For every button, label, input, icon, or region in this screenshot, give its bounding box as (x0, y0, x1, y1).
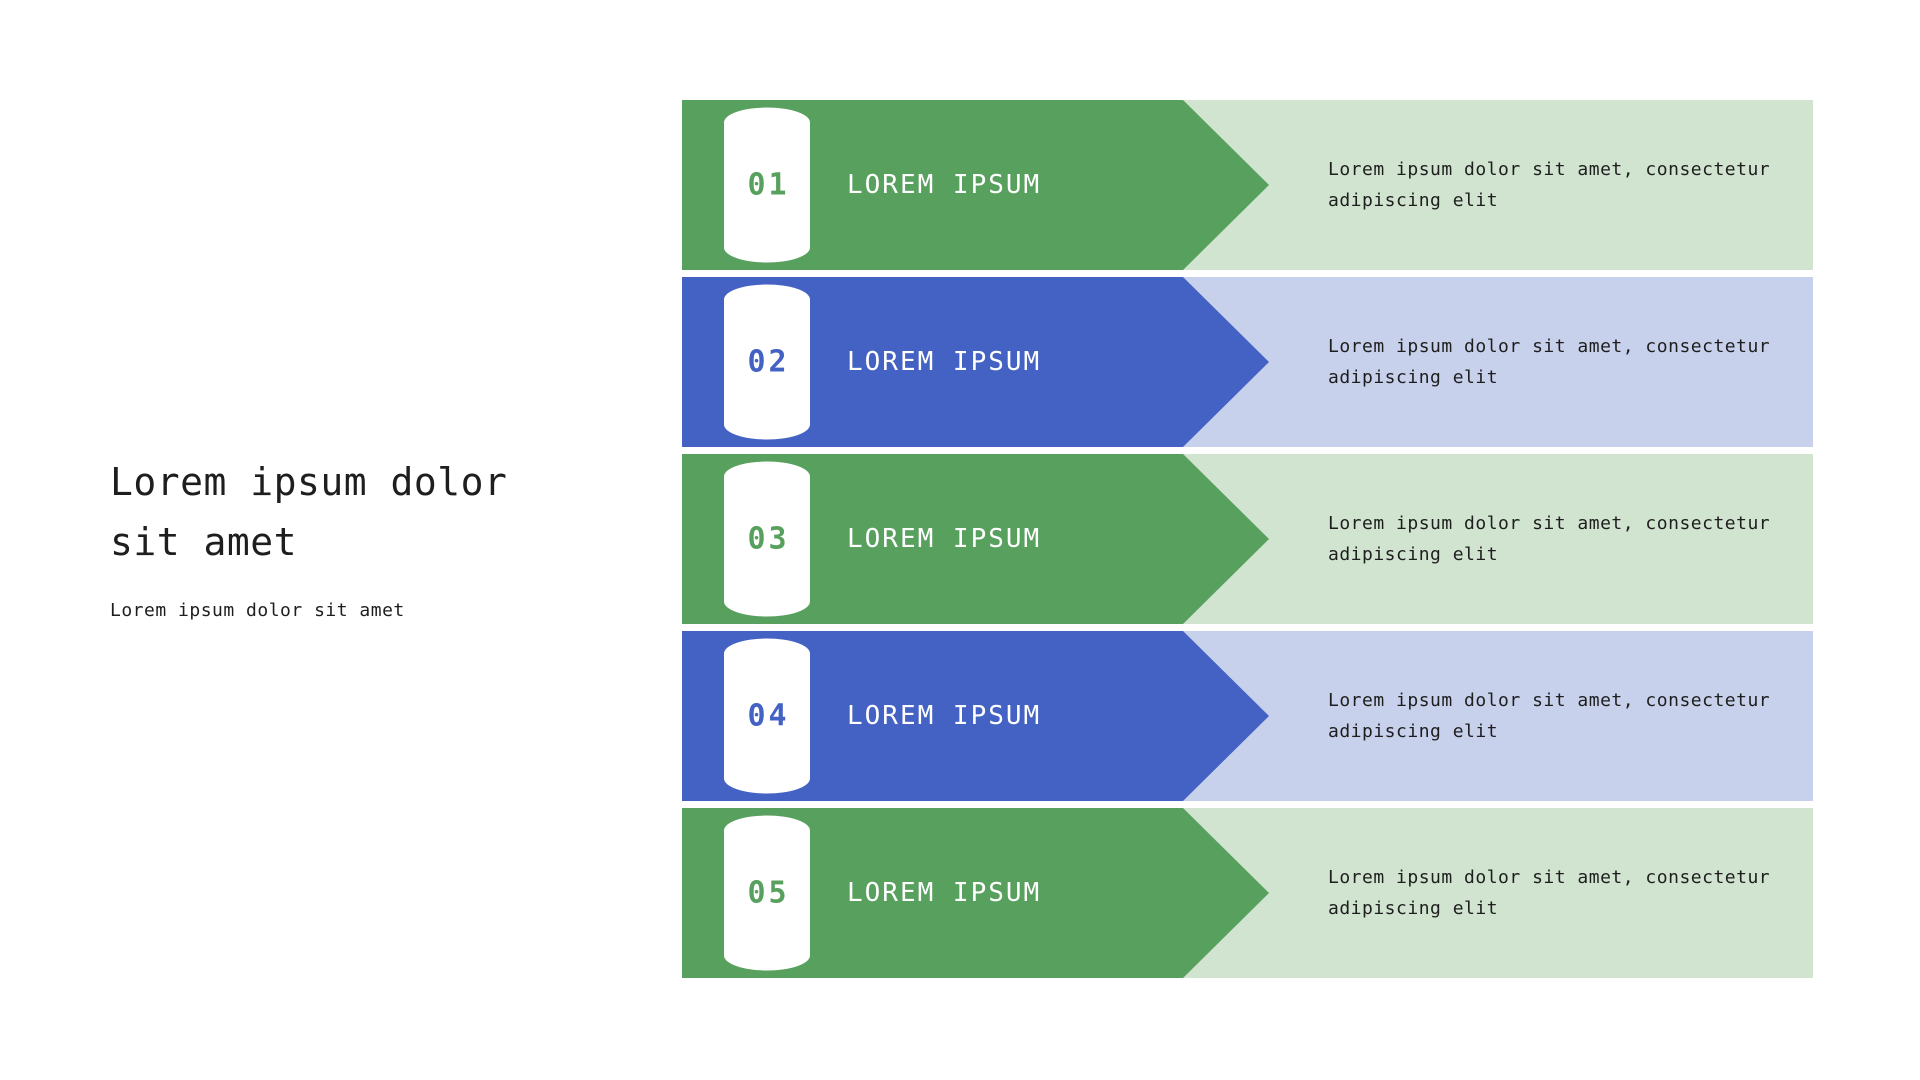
step-row-02: 02 LOREM IPSUM Lorem ipsum dolor sit ame… (682, 277, 1813, 447)
step-label: LOREM IPSUM (847, 347, 1042, 377)
step-number-badge: 05 (724, 815, 810, 971)
page-subtitle: Lorem ipsum dolor sit amet (110, 600, 405, 621)
step-number-badge: 04 (724, 638, 810, 794)
step-label: LOREM IPSUM (847, 170, 1042, 200)
step-row-03: 03 LOREM IPSUM Lorem ipsum dolor sit ame… (682, 454, 1813, 624)
step-description: Lorem ipsum dolor sit amet, consectetur … (1328, 159, 1771, 211)
step-description-panel (1183, 631, 1813, 801)
step-description-panel (1183, 454, 1813, 624)
step-number-badge: 03 (724, 461, 810, 617)
step-label: LOREM IPSUM (847, 524, 1042, 554)
step-number: 01 (747, 167, 790, 203)
intro-block: Lorem ipsum dolor sit amet Lorem ipsum d… (110, 452, 507, 624)
step-description-panel (1183, 100, 1813, 270)
step-number: 03 (747, 521, 790, 557)
page-title: Lorem ipsum dolor sit amet (110, 460, 508, 564)
step-number-badge: 02 (724, 284, 810, 440)
steps-list: 01 LOREM IPSUM Lorem ipsum dolor sit ame… (682, 100, 1813, 978)
step-number: 04 (747, 698, 790, 734)
step-label: LOREM IPSUM (847, 701, 1042, 731)
step-description: Lorem ipsum dolor sit amet, consectetur … (1328, 690, 1771, 742)
step-number: 02 (747, 344, 790, 380)
step-label: LOREM IPSUM (847, 878, 1042, 908)
step-number: 05 (747, 875, 790, 911)
step-description: Lorem ipsum dolor sit amet, consectetur … (1328, 513, 1771, 565)
step-row-04: 04 LOREM IPSUM Lorem ipsum dolor sit ame… (682, 631, 1813, 801)
step-description-panel (1183, 277, 1813, 447)
step-row-01: 01 LOREM IPSUM Lorem ipsum dolor sit ame… (682, 100, 1813, 270)
step-description: Lorem ipsum dolor sit amet, consectetur … (1328, 867, 1771, 919)
step-description-panel (1183, 808, 1813, 978)
step-number-badge: 01 (724, 107, 810, 263)
step-description: Lorem ipsum dolor sit amet, consectetur … (1328, 336, 1771, 388)
step-row-05: 05 LOREM IPSUM Lorem ipsum dolor sit ame… (682, 808, 1813, 978)
